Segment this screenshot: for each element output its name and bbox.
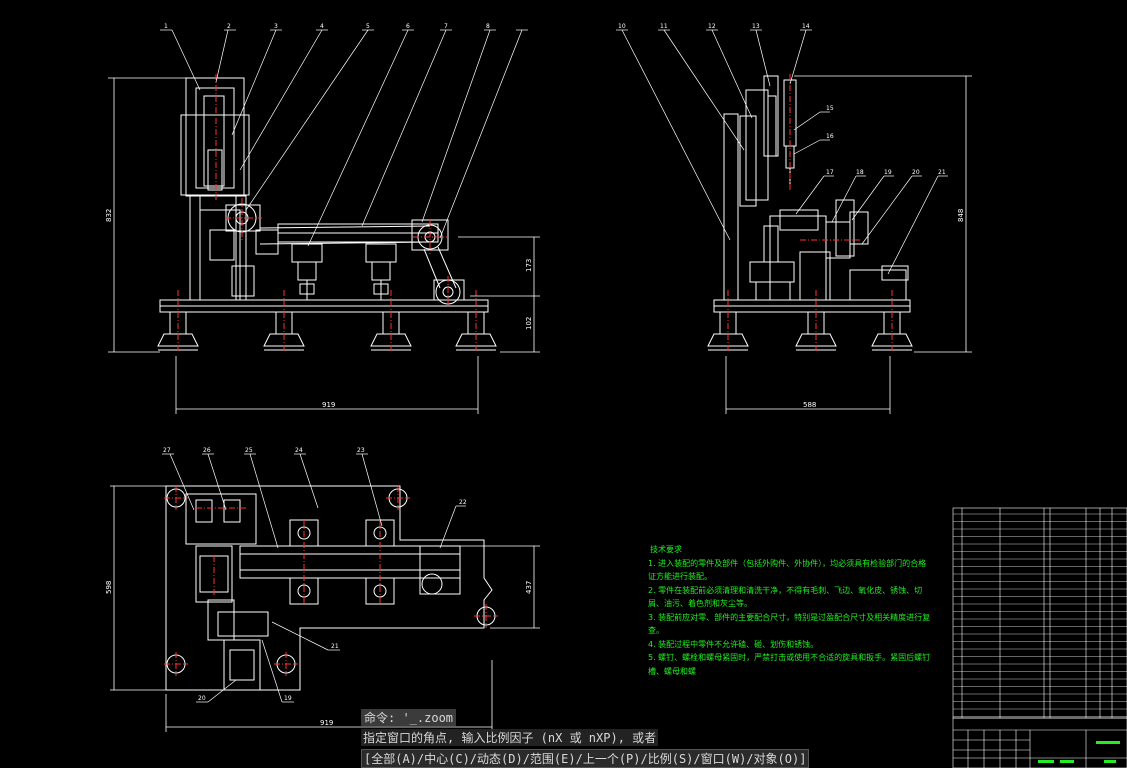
- callout-14: 14: [802, 23, 810, 30]
- callout-19-top: 19: [284, 695, 292, 702]
- callout-4: 4: [320, 23, 324, 30]
- dim-side-height: 848: [957, 209, 965, 222]
- callout-21: 21: [938, 169, 946, 176]
- callout-18: 18: [856, 169, 864, 176]
- callout-10: 10: [618, 23, 626, 30]
- tech-note-line: 槽、螺母和螺: [648, 666, 696, 676]
- callout-19: 19: [884, 169, 892, 176]
- callout-2: 2: [227, 23, 231, 30]
- dim-front-102: 102: [525, 317, 533, 330]
- title-block-marks: [1038, 741, 1120, 763]
- command-prompt-line: 指定窗口的角点, 输入比例因子 (nX 或 nXP), 或者: [361, 729, 659, 746]
- bom-rows: [953, 513, 1127, 717]
- dim-front-height: 832: [105, 209, 113, 222]
- tech-notes-title: 技术要求: [650, 545, 682, 554]
- side-view-centerlines: [727, 74, 893, 352]
- callout-22: 22: [459, 499, 467, 506]
- side-view-dim-text: 848 588: [803, 209, 965, 409]
- tech-note-line: 查。: [648, 626, 664, 635]
- side-view-callouts: 10 11 12 13 14 15 16 17 18 19 20 21: [618, 23, 946, 176]
- callout-27: 27: [163, 447, 171, 454]
- tech-note-line: 证方能进行装配。: [648, 572, 712, 581]
- top-view-centerlines: [164, 486, 498, 676]
- front-view-dimensions: [108, 77, 540, 414]
- callout-1: 1: [164, 23, 168, 30]
- dim-front-width: 919: [322, 401, 335, 409]
- callout-24: 24: [295, 447, 303, 454]
- callout-3: 3: [274, 23, 278, 30]
- front-view-dim-text: 832 919 173 102: [105, 209, 533, 409]
- tech-note-line: 3. 装配前应对零、部件的主要配合尺寸，特别是过盈配合尺寸及相关精度进行复: [648, 612, 931, 622]
- dim-side-width: 588: [803, 401, 816, 409]
- top-view-leaders: [162, 453, 466, 703]
- side-view-dimensions: [725, 75, 972, 414]
- side-view-leaders: [616, 29, 948, 275]
- callout-17: 17: [826, 169, 834, 176]
- top-view-dimensions: [110, 485, 540, 732]
- front-view-centerlines: [177, 74, 477, 352]
- callout-20-top: 20: [198, 695, 206, 702]
- bill-of-materials: [952, 507, 1127, 768]
- callout-25: 25: [245, 447, 253, 454]
- dim-front-173: 173: [525, 259, 533, 272]
- callout-21-top: 21: [331, 643, 339, 650]
- callout-7: 7: [444, 23, 448, 30]
- callout-26: 26: [203, 447, 211, 454]
- command-options-line[interactable]: [全部(A)/中心(C)/动态(D)/范围(E)/上一个(P)/比例(S)/窗口…: [361, 749, 810, 768]
- callout-12: 12: [708, 23, 716, 30]
- front-view-leaders: [160, 29, 528, 247]
- technical-requirements: 技术要求 1. 进入装配的零件及部件（包括外购件、外协件），均必须具有检验部门的…: [648, 543, 931, 678]
- tech-note-line: 4. 装配过程中零件不允许磕、碰、划伤和锈蚀。: [648, 639, 819, 649]
- callout-11: 11: [660, 23, 668, 30]
- side-view: [707, 75, 913, 351]
- tech-note-line: 2. 零件在装配前必须清理和清洗干净，不得有毛刺、飞边、氧化皮、锈蚀、切: [648, 585, 923, 595]
- callout-23: 23: [357, 447, 365, 454]
- callout-5: 5: [366, 23, 370, 30]
- callout-6: 6: [406, 23, 410, 30]
- tech-note-line: 1. 进入装配的零件及部件（包括外购件、外协件），均必须具有检验部门的合格: [648, 558, 927, 568]
- callout-13: 13: [752, 23, 760, 30]
- front-view-callouts: 1 2 3 4 5 6 7 8: [164, 23, 490, 30]
- tech-note-line: 5. 螺钉、螺栓和螺母紧固时，严禁打击或使用不合适的旋具和扳手。紧固后螺钉: [648, 653, 931, 662]
- callout-16: 16: [826, 133, 834, 140]
- callout-20: 20: [912, 169, 920, 176]
- tech-note-line: 屑、油污、着色剂和灰尘等。: [648, 599, 752, 608]
- top-view-callouts: 27 26 25 24 23 22 21 20 19: [163, 447, 467, 702]
- command-history-line: 命令: '_.zoom: [361, 709, 457, 726]
- callout-8: 8: [486, 23, 490, 30]
- dim-top-width: 919: [320, 719, 333, 727]
- top-view-dim-text: 598 437 919: [105, 581, 533, 727]
- callout-15: 15: [826, 105, 834, 112]
- dim-top-depth: 437: [525, 581, 533, 594]
- dim-top-height: 598: [105, 581, 113, 594]
